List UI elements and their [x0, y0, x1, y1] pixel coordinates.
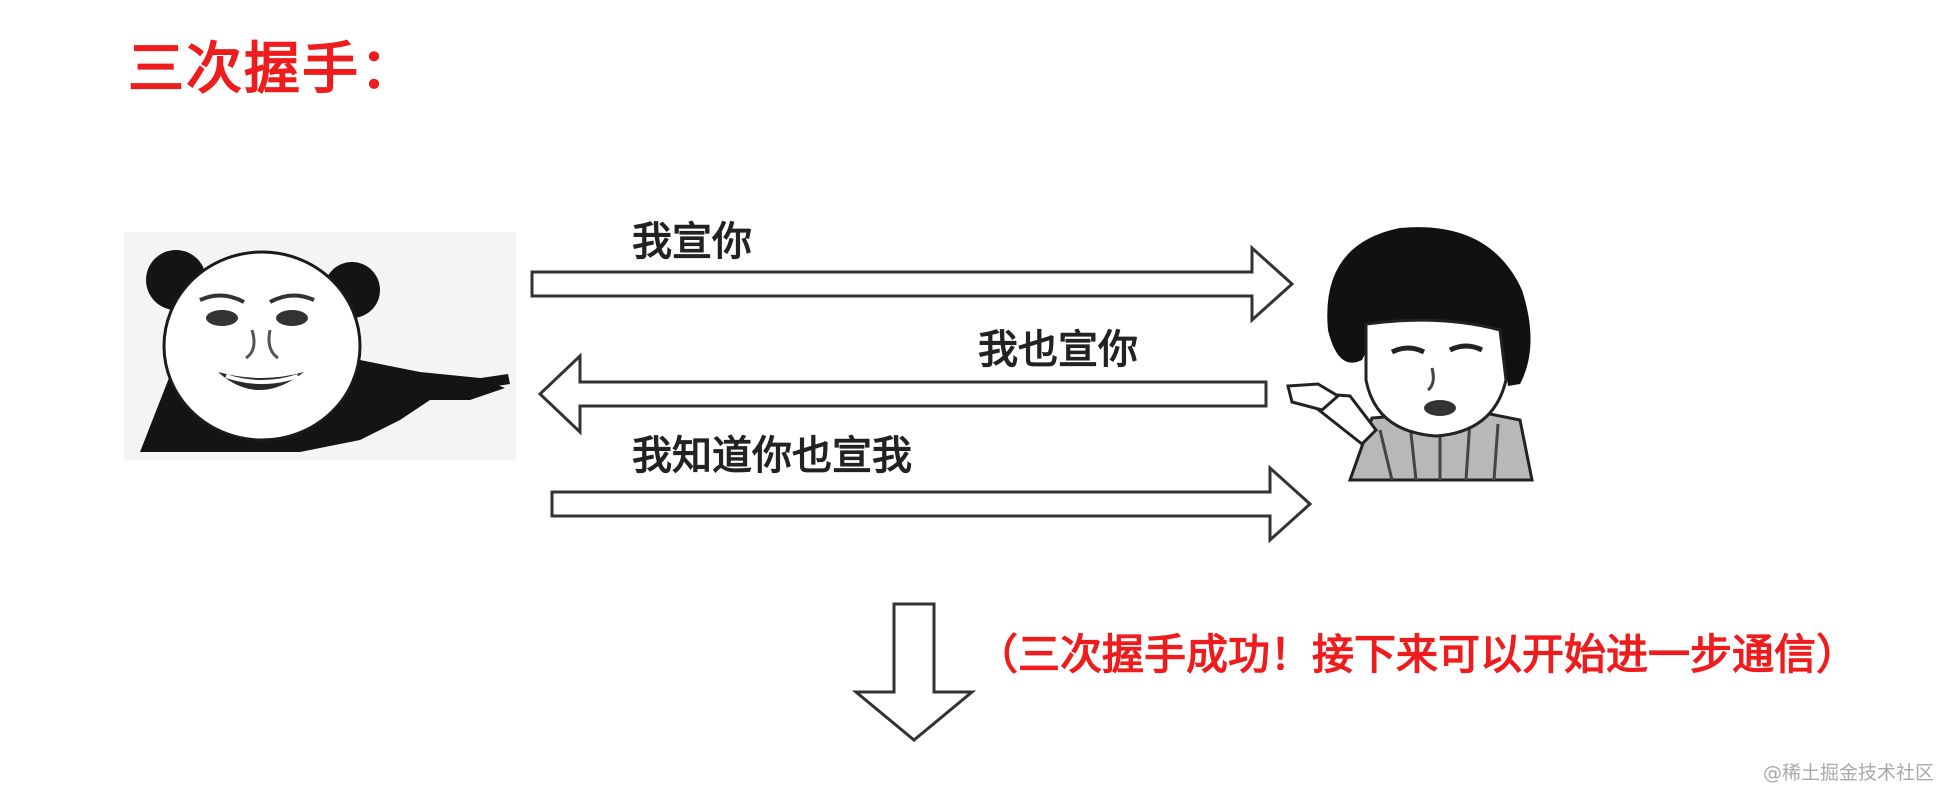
- message-1: 我宣你: [632, 219, 752, 265]
- arrow-right-3: [550, 464, 1313, 544]
- panda-meme-icon: [124, 232, 516, 460]
- result-note: （三次握手成功！接下来可以开始进一步通信）: [976, 630, 1859, 679]
- page-title: 三次握手：: [128, 37, 418, 102]
- arrow-left-2: [537, 352, 1268, 436]
- message-2: 我也宣你: [978, 327, 1138, 373]
- arrow-right-1: [530, 244, 1295, 324]
- message-3: 我知道你也宣我: [632, 433, 912, 479]
- bowl-cut-meme-icon: [1286, 227, 1534, 482]
- arrow-down: [851, 602, 977, 742]
- watermark: @稀土掘金技术社区: [1762, 762, 1934, 784]
